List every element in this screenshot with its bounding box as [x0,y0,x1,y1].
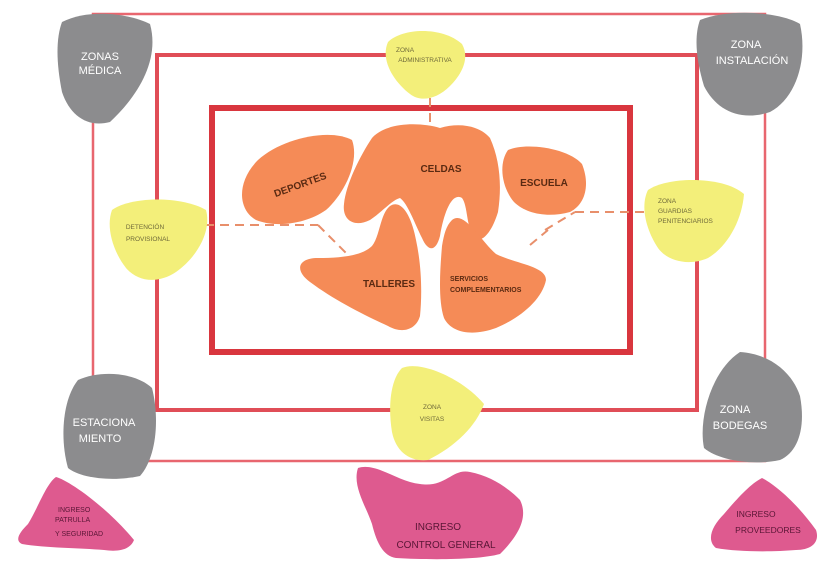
svg-text:CELDAS: CELDAS [420,164,461,175]
outer-frame [91,12,767,463]
zona-celdas: CELDAS [343,124,500,249]
zona-talleres: TALLERES [300,204,422,331]
zona-escuela: ESCUELA [502,146,586,215]
svg-text:TALLERES: TALLERES [363,279,415,290]
inner-frame [209,105,633,355]
connection-lines [190,98,655,263]
zona-deportes: DEPORTES [242,134,355,225]
svg-text:ESCUELA: ESCUELA [520,178,568,189]
